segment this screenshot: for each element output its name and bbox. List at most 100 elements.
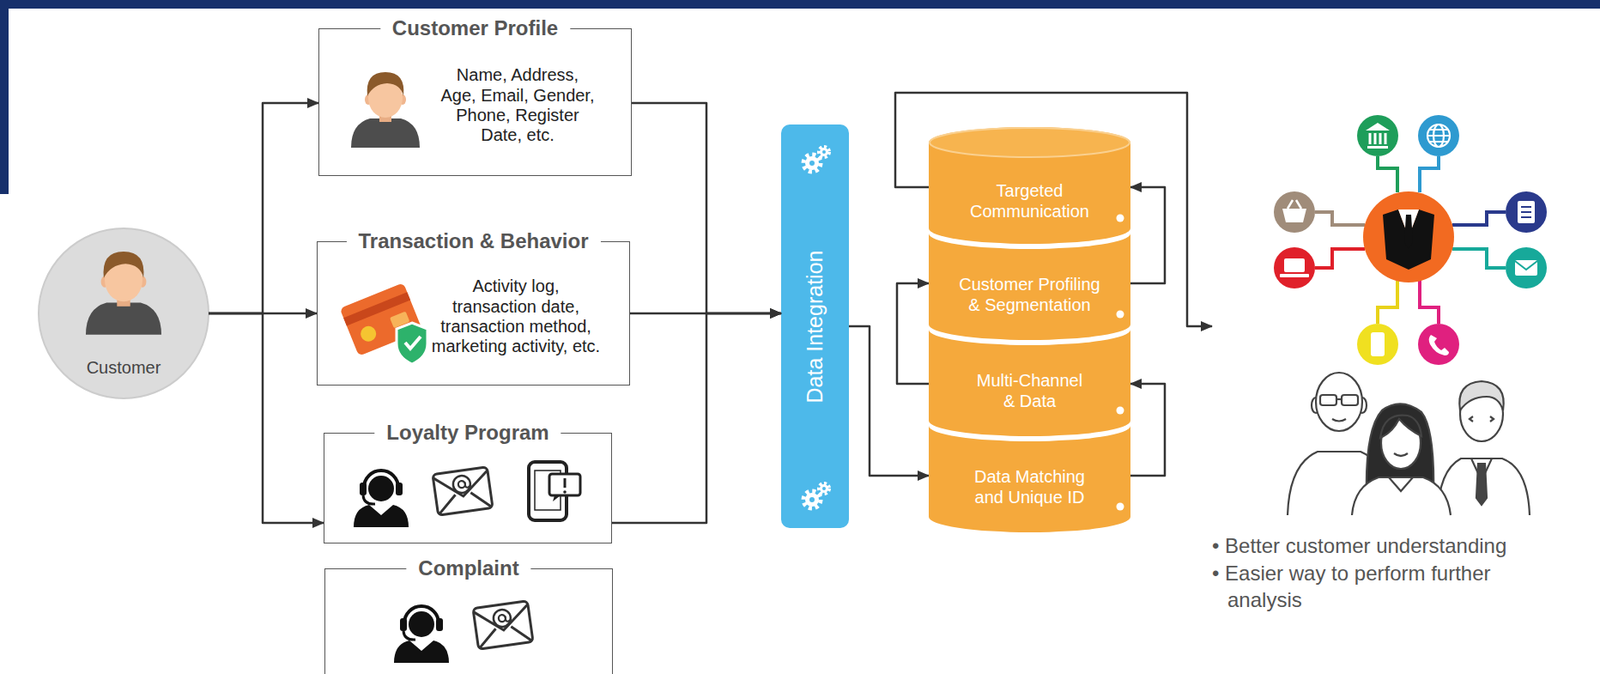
hub-icons [1287, 200, 1302, 209]
card-icon [405, 336, 421, 349]
cylinder-body [928, 329, 1131, 437]
envelope-icon [432, 466, 493, 516]
tablet-icon [528, 461, 581, 521]
node-text: Customer [86, 357, 162, 378]
box-title: Loyalty Program [374, 420, 561, 445]
people-figure [1380, 415, 1422, 438]
hub-icons [1273, 247, 1316, 289]
flow-arrow [1130, 383, 1165, 476]
hub-icons [1370, 332, 1385, 357]
tablet-icon [563, 478, 567, 488]
hub-icons [1427, 129, 1450, 142]
hub-icons [1418, 115, 1460, 157]
people-figure [1388, 477, 1413, 491]
database-layer: Customer Profiling & Segmentation [928, 233, 1131, 340]
hub-icons [1427, 124, 1450, 147]
box-title: Complaint [406, 556, 531, 581]
people-figure [1393, 453, 1408, 456]
hub-icons [1521, 206, 1532, 218]
customer-circle: Customer [38, 228, 209, 399]
integration-bar [803, 483, 830, 509]
node-text: Targeted Communication [952, 180, 1108, 222]
card-icon [357, 323, 378, 344]
frame-band [0, 0, 1600, 9]
database-layer: Multi-Channel & Data [928, 329, 1131, 437]
layer-dot [1116, 310, 1125, 319]
card-icon [339, 282, 428, 364]
integration-bar: Data Integration [781, 124, 849, 528]
frame-band [0, 0, 9, 194]
channel-hub [1452, 248, 1506, 268]
envelope-icon [472, 600, 534, 649]
hub-icons [1365, 122, 1390, 149]
cylinder-body [928, 233, 1131, 340]
people-figure [1336, 398, 1342, 400]
layer-dot [1116, 503, 1125, 511]
hub-icons [1282, 208, 1307, 223]
channel-hub [1419, 279, 1439, 324]
cylinder-body [928, 425, 1131, 533]
integration-bar [781, 124, 849, 528]
tablet-icon [552, 495, 561, 502]
customer-figure [38, 228, 209, 399]
hub-icons [1515, 260, 1538, 270]
database-layer: Data Matching and Unique ID [928, 425, 1131, 533]
hub-icons [1505, 247, 1547, 289]
node-text: • Better customer understanding [1212, 532, 1556, 559]
database-layer: Targeted Communication [928, 127, 1131, 244]
people-figure [1332, 418, 1346, 422]
source-box: Complaint [324, 568, 613, 674]
people-figure [1476, 463, 1487, 505]
people-figure [1341, 394, 1358, 406]
hub-icons [1429, 334, 1449, 356]
integration-bar [781, 124, 849, 528]
hub-icons [1279, 273, 1310, 278]
channel-hub [1452, 212, 1506, 225]
flow-arrow [848, 326, 929, 476]
people-figure [1351, 477, 1451, 516]
channel-hub [1315, 156, 1506, 324]
people-figure [1437, 458, 1530, 516]
node-text: Data Matching and Unique ID [952, 466, 1108, 508]
flow-arrow [631, 103, 782, 314]
cylinder-cap [929, 127, 1130, 158]
hub-icons [1418, 323, 1460, 365]
agent-icon [393, 606, 449, 663]
outcome-panel: • Better customer understanding• Easier … [1212, 111, 1556, 619]
channel-hub [1377, 279, 1398, 324]
node-text: • Easier way to perform further analysis [1212, 559, 1556, 613]
hub-icons [1382, 209, 1435, 270]
flow-arrow [1130, 187, 1165, 284]
profile-icon [351, 72, 420, 148]
flow-arrow [208, 313, 324, 523]
hub-icons [1517, 200, 1535, 224]
channel-hub [1315, 212, 1365, 225]
card-icon [396, 322, 428, 364]
hub-icons [1382, 209, 1435, 270]
customer-figure [38, 228, 209, 399]
node-text: Activity log, transaction date, transact… [430, 276, 601, 358]
people-figure [1459, 381, 1504, 411]
node-text: Multi-Channel & Data [952, 369, 1108, 412]
hub-icons [1427, 124, 1450, 147]
layer-dot [1116, 406, 1125, 415]
people-figure [1320, 394, 1337, 406]
channel-hub [1315, 248, 1365, 268]
flow-arrow [896, 283, 929, 384]
people-figure [1469, 416, 1494, 422]
hub-icons [1505, 191, 1547, 233]
channel-hub [1419, 156, 1439, 193]
hub-icons [1363, 191, 1455, 283]
layer-dot [1116, 214, 1125, 223]
node-text: Name, Address, Age, Email, Gender, Phone… [439, 65, 596, 146]
flow-arrow [612, 313, 782, 523]
people-figure [1315, 372, 1363, 431]
node-text: Customer Profiling & Segmentation [952, 273, 1108, 316]
card-icon [396, 322, 428, 364]
people-figure [1287, 372, 1530, 516]
agent-icon [353, 470, 409, 528]
node-text: Data Integration [802, 249, 828, 403]
hub-icons [1273, 115, 1547, 365]
integration-bar [803, 146, 830, 172]
